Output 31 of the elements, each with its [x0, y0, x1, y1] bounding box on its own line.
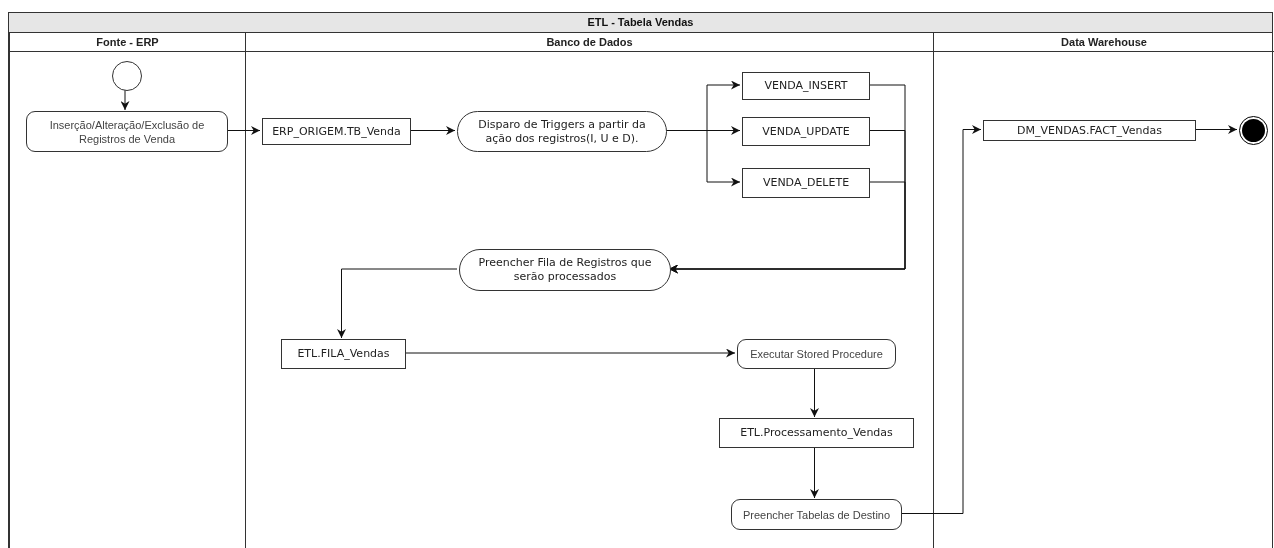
arrow	[899, 125, 982, 514]
arrow	[337, 268, 458, 339]
lane-title: Fonte - ERP	[96, 34, 159, 50]
end-circle	[1239, 116, 1268, 145]
table-box: VENDA_DELETE	[742, 168, 870, 198]
arrow	[810, 446, 819, 499]
swimlane-lane	[9, 33, 245, 548]
arrow	[1193, 125, 1238, 134]
swimlane-lane	[933, 33, 1274, 548]
arrow	[810, 367, 819, 418]
table-box: ETL.Processamento_Vendas	[719, 418, 914, 448]
process-box: Inserção/Alteração/Exclusão de Registros de Venda	[26, 111, 228, 152]
pool-title: ETL - Tabela Vendas	[587, 15, 694, 31]
arrow	[403, 348, 736, 358]
lane-title: Banco de Dados	[546, 34, 633, 50]
swimlane-lane	[245, 33, 933, 548]
table-box: VENDA_INSERT	[742, 72, 870, 100]
process-box: Executar Stored Procedure	[737, 339, 896, 369]
swimlane-pool	[8, 12, 1273, 548]
table-box: ETL.FILA_Vendas	[281, 339, 406, 369]
process-box: Disparo de Triggers a partir da ação dos registros(I, U e D).	[457, 111, 667, 152]
process-box: Preencher Tabelas de Destino	[731, 499, 902, 530]
arrow	[408, 126, 456, 135]
lane-title: Data Warehouse	[1061, 34, 1147, 50]
arrow	[225, 126, 261, 135]
arrow	[668, 181, 906, 274]
table-box: VENDA_UPDATE	[742, 117, 870, 146]
process-box: Preencher Fila de Registros que serão processados	[459, 249, 671, 291]
table-box: ERP_ORIGEM.TB_Venda	[262, 118, 411, 145]
arrow	[120, 89, 130, 111]
table-box: DM_VENDAS.FACT_Vendas	[983, 120, 1196, 141]
